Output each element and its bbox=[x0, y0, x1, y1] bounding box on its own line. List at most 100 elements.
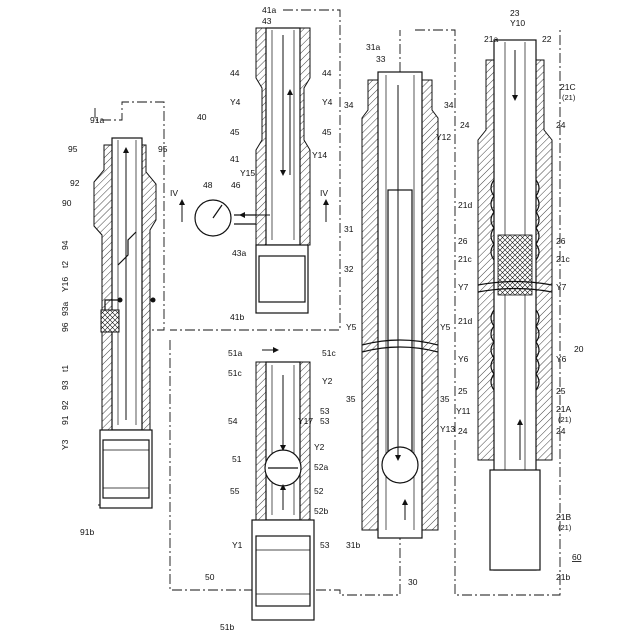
ref-label: 44 bbox=[230, 68, 240, 78]
ref-label: 92 bbox=[70, 178, 80, 188]
ref-label: Y2 bbox=[314, 442, 325, 452]
ref-label: 43a bbox=[232, 248, 246, 258]
device-90 bbox=[94, 138, 156, 508]
assembly-30-label: 30 bbox=[408, 577, 418, 587]
ref-label: (21) bbox=[562, 93, 576, 102]
ref-label: 25 bbox=[458, 386, 468, 396]
ref-label: Y1 bbox=[232, 540, 243, 550]
ref-label: 48 bbox=[203, 180, 213, 190]
ref-label: 91 bbox=[60, 415, 70, 425]
ref-label: 34 bbox=[444, 100, 454, 110]
ref-label: 41 bbox=[230, 154, 240, 164]
ref-label: 51b bbox=[220, 622, 234, 632]
ref-label: 45 bbox=[322, 127, 332, 137]
ref-label: 21d bbox=[458, 316, 472, 326]
ref-label: 26 bbox=[556, 236, 566, 246]
ref-label: 34 bbox=[344, 100, 354, 110]
ref-label: 35 bbox=[346, 394, 356, 404]
ref-label: 21C bbox=[560, 82, 576, 92]
ref-label: 51c bbox=[228, 368, 242, 378]
ref-label: 21A bbox=[556, 404, 571, 414]
ref-label: 35 bbox=[440, 394, 450, 404]
ref-label: 31b bbox=[346, 540, 360, 550]
ref-label: Y12 bbox=[436, 132, 451, 142]
ref-label: 21c bbox=[556, 254, 570, 264]
ref-label: 31 bbox=[344, 224, 354, 234]
ref-label: Y7 bbox=[556, 282, 567, 292]
ref-label: Y17 bbox=[298, 416, 313, 426]
ref-label: (21) bbox=[558, 415, 572, 424]
ref-label: 21c bbox=[458, 254, 472, 264]
ref-label: 51c bbox=[322, 348, 336, 358]
ref-label: Y7 bbox=[458, 282, 469, 292]
ref-label: Y13 bbox=[440, 424, 455, 434]
ref-label: 32 bbox=[344, 264, 354, 274]
ref-label: 21b bbox=[556, 572, 570, 582]
ref-label: 51 bbox=[232, 454, 242, 464]
ref-label: Y3 bbox=[60, 439, 70, 450]
ref-label: 52a bbox=[314, 462, 328, 472]
ref-label: Y5 bbox=[346, 322, 357, 332]
device-20 bbox=[478, 40, 552, 570]
ref-label: 22 bbox=[542, 34, 552, 44]
assembly-40-label: 40 bbox=[197, 112, 207, 122]
assembly-60-label: 60 bbox=[572, 552, 582, 562]
ref-label: 24 bbox=[556, 120, 566, 130]
ref-label: 94 bbox=[60, 240, 70, 250]
ref-label: 26 bbox=[458, 236, 468, 246]
ref-label: 24 bbox=[458, 426, 468, 436]
ref-label: 53 bbox=[320, 540, 330, 550]
ref-label: 93a bbox=[60, 302, 70, 316]
ref-label: 91b bbox=[80, 527, 94, 537]
ref-label: 93 bbox=[60, 380, 70, 390]
ref-label: 21d bbox=[458, 200, 472, 210]
ref-label: Y15 bbox=[240, 168, 255, 178]
ref-label: 55 bbox=[230, 486, 240, 496]
ref-label: Y2 bbox=[322, 376, 333, 386]
ref-label: 21B bbox=[556, 512, 571, 522]
ref-label: 54 bbox=[228, 416, 238, 426]
ref-label: 53 bbox=[320, 406, 330, 416]
assembly-50-label: 50 bbox=[205, 572, 215, 582]
ref-label: Y6 bbox=[458, 354, 469, 364]
ref-label: 25 bbox=[556, 386, 566, 396]
ref-label: 43 bbox=[262, 16, 272, 26]
ref-label: 24 bbox=[460, 120, 470, 130]
ref-label: 46 bbox=[231, 180, 241, 190]
ref-label: 92 bbox=[60, 400, 70, 410]
ref-label: t1 bbox=[60, 365, 70, 372]
assembly-90-label: 90 bbox=[62, 198, 72, 208]
ref-label: 24 bbox=[556, 426, 566, 436]
ref-label: 91a bbox=[90, 115, 104, 125]
ref-label: 41a bbox=[262, 5, 276, 15]
device-50 bbox=[252, 350, 314, 620]
ref-label: Y16 bbox=[60, 277, 70, 292]
ref-label: Y10 bbox=[510, 18, 525, 28]
ref-label: Y4 bbox=[230, 97, 241, 107]
assembly-20-label: 20 bbox=[574, 344, 584, 354]
ref-label: 45 bbox=[230, 127, 240, 137]
ref-label: Y6 bbox=[556, 354, 567, 364]
ref-label: 44 bbox=[322, 68, 332, 78]
ref-label: IV bbox=[320, 188, 328, 198]
ref-label: Y14 bbox=[312, 150, 327, 160]
ref-label: 96 bbox=[60, 322, 70, 332]
ref-label: 95 bbox=[68, 144, 78, 154]
ref-label: 23 bbox=[510, 8, 520, 18]
ref-label: 95 bbox=[158, 144, 168, 154]
ref-label: (21) bbox=[558, 523, 572, 532]
ref-label: Y5 bbox=[440, 322, 451, 332]
ref-label: IV bbox=[170, 188, 178, 198]
ref-label: 33 bbox=[376, 54, 386, 64]
ref-label: 51a bbox=[228, 348, 242, 358]
ref-label: 31a bbox=[366, 42, 380, 52]
ref-label: 41b bbox=[230, 312, 244, 322]
ref-label: 52 bbox=[314, 486, 324, 496]
ref-label: 52b bbox=[314, 506, 328, 516]
ref-label: 53 bbox=[320, 416, 330, 426]
ref-label: Y11 bbox=[456, 406, 471, 416]
ref-label: 21a bbox=[484, 34, 498, 44]
ref-label: Y4 bbox=[322, 97, 333, 107]
ref-label: t2 bbox=[60, 261, 70, 268]
